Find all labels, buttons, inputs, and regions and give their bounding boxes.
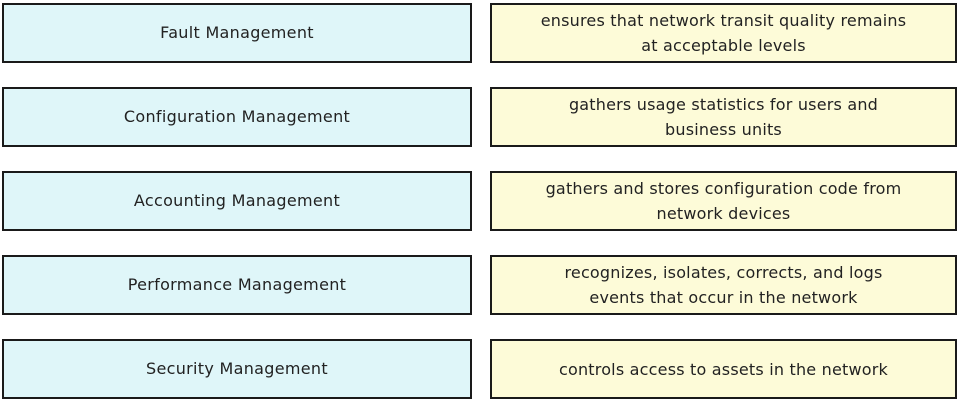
- definition-line: at acceptable levels: [641, 36, 806, 55]
- definition-line: events that occur in the network: [589, 288, 858, 307]
- matching-row-5: Security Management controls access to a…: [0, 339, 963, 399]
- term-box-fault-management[interactable]: Fault Management: [2, 3, 472, 63]
- definition-box-usage-statistics[interactable]: gathers usage statistics for users and b…: [490, 87, 957, 147]
- term-box-configuration-management[interactable]: Configuration Management: [2, 87, 472, 147]
- term-label: Accounting Management: [133, 191, 341, 210]
- definition-line: gathers and stores configuration code fr…: [545, 179, 902, 198]
- definition-line: controls access to assets in the network: [558, 359, 889, 379]
- definition-line: recognizes, isolates, corrects, and logs: [564, 263, 883, 282]
- term-label: Configuration Management: [123, 107, 351, 126]
- term-label: Fault Management: [160, 23, 314, 42]
- definition-box-network-events[interactable]: recognizes, isolates, corrects, and logs…: [490, 255, 957, 315]
- term-box-performance-management[interactable]: Performance Management: [2, 255, 472, 315]
- term-label: Security Management: [146, 359, 328, 378]
- matching-row-2: Configuration Management gathers usage s…: [0, 87, 963, 147]
- definition-box-configuration-code[interactable]: gathers and stores configuration code fr…: [490, 171, 957, 231]
- matching-row-3: Accounting Management gathers and stores…: [0, 171, 963, 231]
- definition-box-access-control[interactable]: controls access to assets in the network: [490, 339, 957, 399]
- definition-line: ensures that network transit quality rem…: [540, 11, 907, 30]
- matching-row-1: Fault Management ensures that network tr…: [0, 3, 963, 63]
- definition-line: gathers usage statistics for users and: [568, 95, 879, 114]
- definition-line: network devices: [656, 204, 791, 223]
- definition-box-transit-quality[interactable]: ensures that network transit quality rem…: [490, 3, 957, 63]
- definition-line: business units: [665, 120, 782, 139]
- term-box-security-management[interactable]: Security Management: [2, 339, 472, 399]
- matching-row-4: Performance Management recognizes, isola…: [0, 255, 963, 315]
- term-box-accounting-management[interactable]: Accounting Management: [2, 171, 472, 231]
- term-label: Performance Management: [127, 275, 347, 294]
